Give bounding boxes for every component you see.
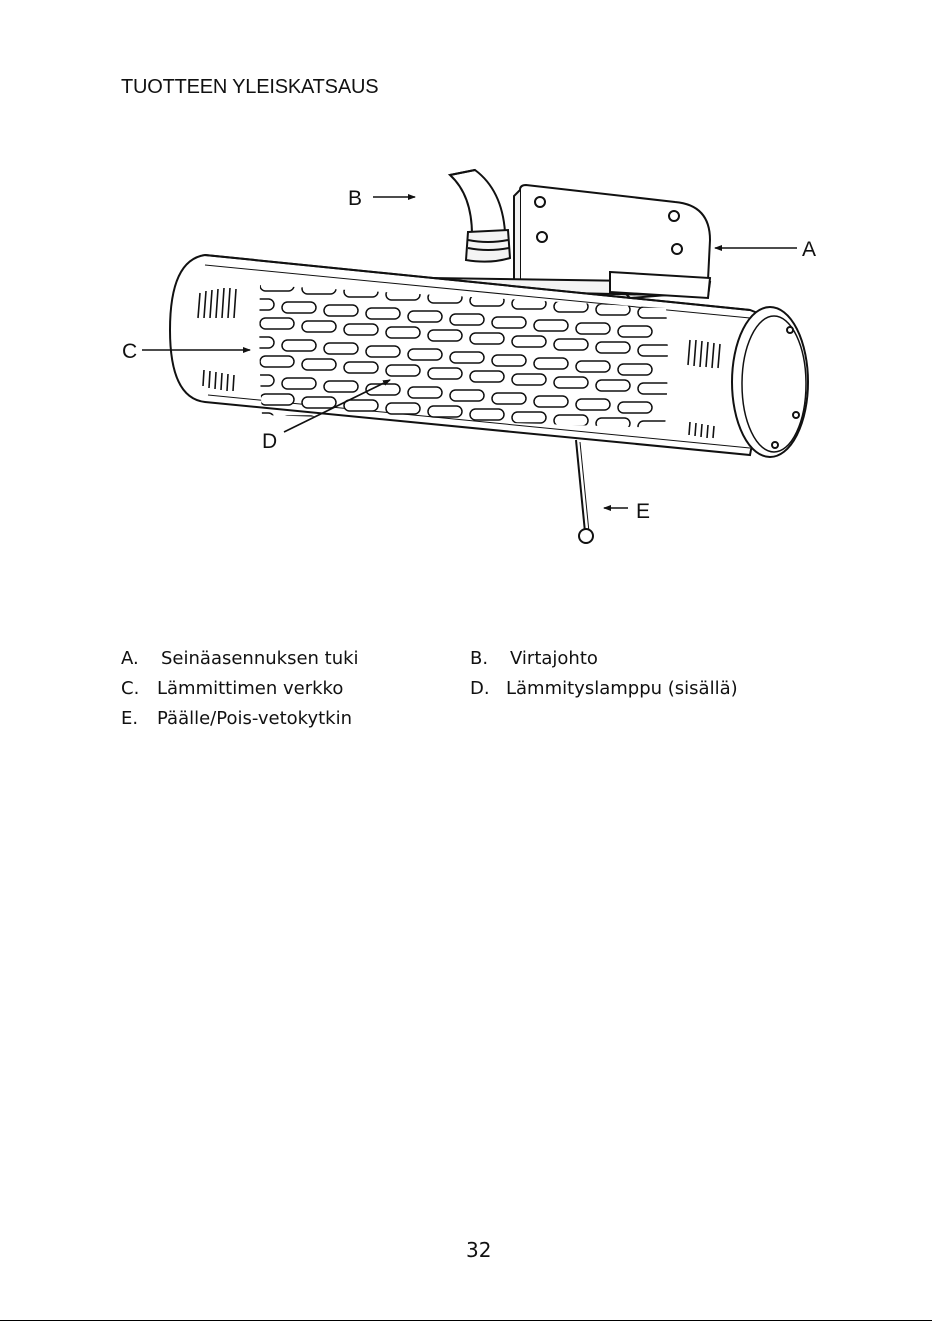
page-title: TUOTTEEN YLEISKATSAUS	[121, 76, 378, 99]
legend-item-e: E.Päälle/Pois-vetokytkin	[121, 708, 352, 729]
legend-letter: D.	[470, 678, 506, 699]
power-cord	[450, 170, 510, 262]
legend-item-a: A.Seinäasennuksen tuki	[121, 648, 359, 669]
legend-letter: C.	[121, 678, 157, 699]
callout-e: E	[636, 500, 650, 523]
legend-item-d: D.Lämmityslamppu (sisällä)	[470, 678, 738, 699]
legend-text: Seinäasennuksen tuki	[161, 648, 359, 669]
legend-text: Lämmittimen verkko	[157, 678, 343, 699]
callout-a: A	[802, 238, 816, 261]
bottom-rule	[0, 1320, 932, 1321]
legend-letter: B.	[470, 648, 510, 669]
legend-item-c: C.Lämmittimen verkko	[121, 678, 343, 699]
callout-c: C	[122, 340, 137, 363]
legend-text: Virtajohto	[510, 648, 598, 669]
page-number: 32	[466, 1238, 491, 1262]
legend-letter: E.	[121, 708, 157, 729]
legend-text: Lämmityslamppu (sisällä)	[506, 678, 738, 699]
callout-d: D	[262, 430, 277, 453]
legend-item-b: B.Virtajohto	[470, 648, 598, 669]
callout-b: B	[348, 187, 362, 210]
pull-switch	[576, 440, 593, 543]
legend-letter: A.	[121, 648, 161, 669]
heater-diagram: B A C D E	[110, 160, 830, 555]
legend-text: Päälle/Pois-vetokytkin	[157, 708, 352, 729]
